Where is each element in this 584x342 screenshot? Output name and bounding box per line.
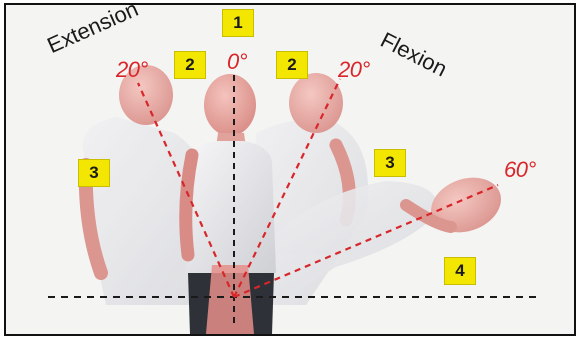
- zone-badge-2-right: 2: [276, 51, 308, 79]
- posture-diagram-frame: Extension Flexion 20° 0° 20° 60° 1 2 2 3…: [4, 3, 576, 336]
- zone-badge-3-left: 3: [78, 159, 110, 187]
- hip-pivot-highlight: [206, 265, 254, 334]
- zone-badge-2-left: 2: [174, 51, 206, 79]
- zone-badge-3-right: 3: [374, 149, 406, 177]
- neutral-angle-value: 0°: [227, 49, 247, 75]
- extension-angle-value: 20°: [116, 57, 148, 83]
- zone-badge-1: 1: [222, 9, 254, 37]
- zone-badge-4: 4: [444, 257, 476, 285]
- flexion-60-angle-value: 60°: [504, 157, 536, 183]
- flexion-20-angle-value: 20°: [338, 57, 370, 83]
